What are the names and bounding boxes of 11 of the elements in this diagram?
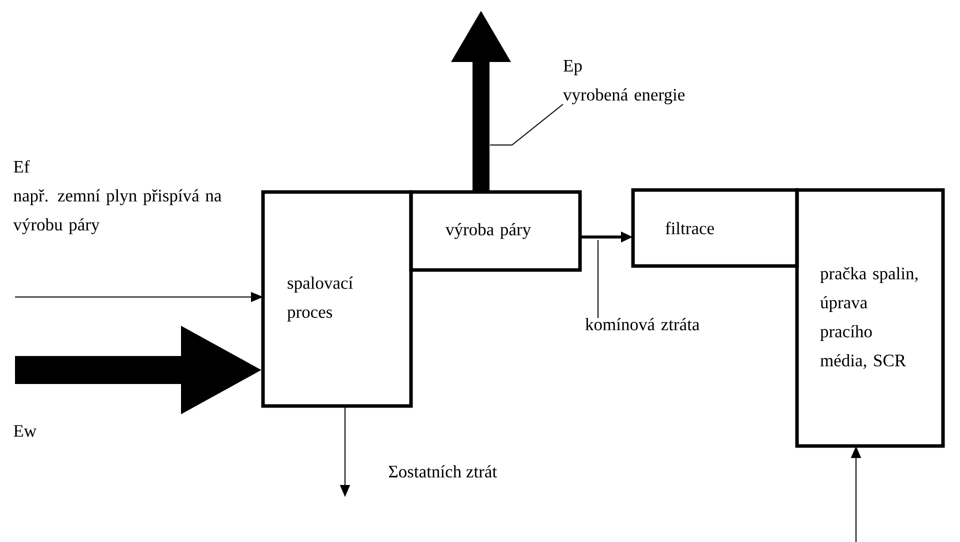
text-label: Ep vyrobená energie — [563, 60, 685, 104]
text-label: např. zemní plyn přispívá na výrobu páry — [13, 189, 222, 234]
process-box: výroba páry — [409, 190, 582, 272]
leader-line — [490, 104, 564, 146]
process-box: spalovací proces — [261, 190, 413, 408]
process-box: pračka spalin, úprava pracího média, SCR — [795, 188, 945, 448]
text-label: komínová ztráta — [585, 318, 700, 330]
text-label: Ef — [14, 160, 30, 173]
edge-label: Σostatních ztrát — [388, 465, 497, 478]
edge-label: Ew — [14, 425, 36, 437]
process-box: filtrace — [631, 188, 799, 268]
